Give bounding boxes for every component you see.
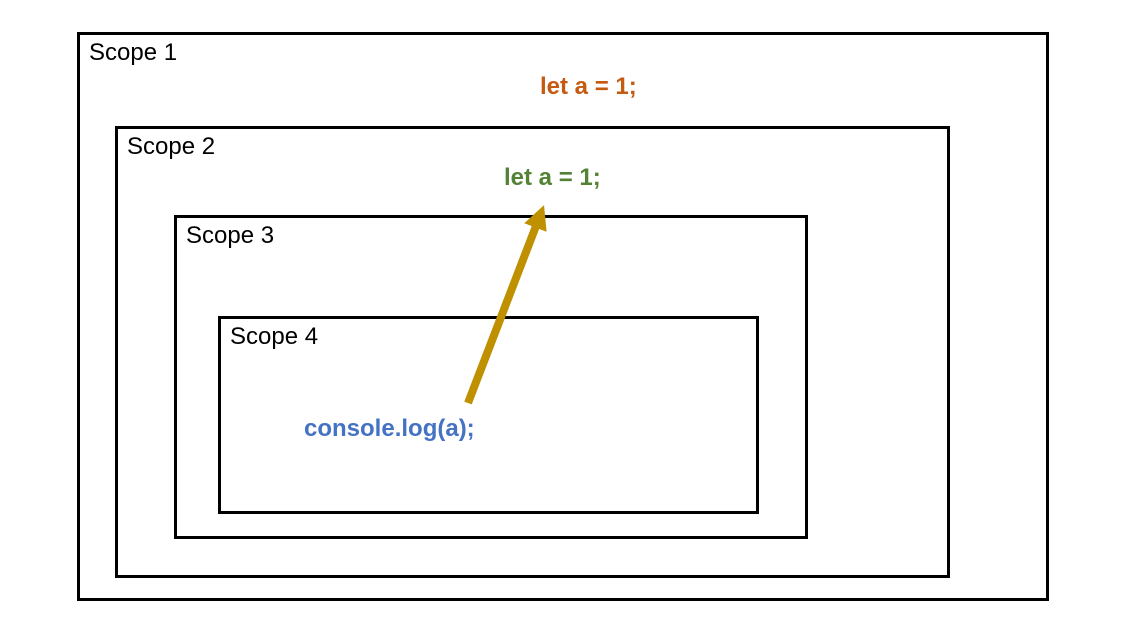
scope-3-box: Scope 3 Scope 4	[174, 215, 808, 539]
scope-2-declaration-text: let a = 1;	[504, 164, 601, 191]
scope-3-label: Scope 3	[186, 222, 275, 249]
scope-2-box: Scope 2 Scope 3 Scope 4	[115, 126, 950, 578]
scope-4-box: Scope 4	[218, 316, 759, 514]
scope-1-declaration-text: let a = 1;	[540, 73, 637, 100]
scope-1-box: Scope 1 Scope 2 Scope 3 Scope 4	[77, 32, 1049, 601]
scope-4-label: Scope 4	[230, 323, 319, 350]
scope-1-label: Scope 1	[89, 39, 178, 66]
scope-2-label: Scope 2	[127, 133, 216, 160]
console-log-text: console.log(a);	[304, 415, 475, 442]
